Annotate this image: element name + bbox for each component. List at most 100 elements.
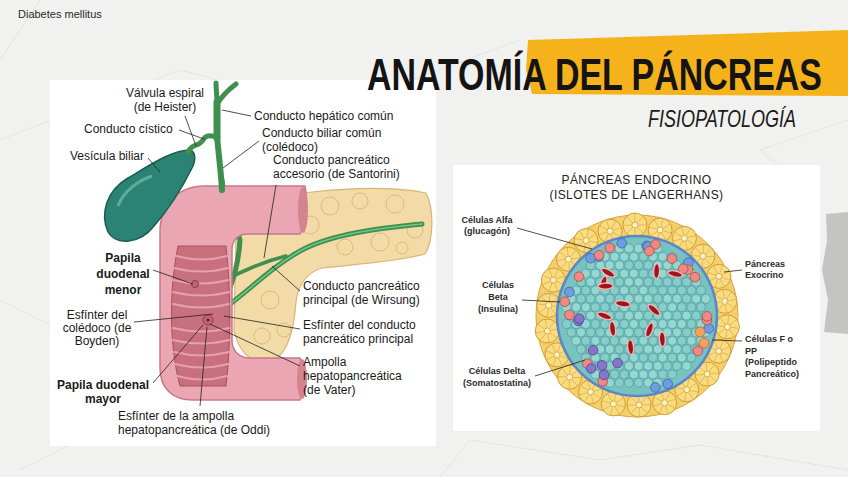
islet-cells	[695, 327, 705, 337]
exocrine-acini	[584, 244, 586, 252]
islet-cells	[692, 294, 701, 303]
cell-label: Páncreas Exocrino	[745, 259, 791, 281]
exocrine-acini	[676, 388, 684, 390]
leader-line	[185, 116, 196, 146]
exocrine-acini	[554, 352, 560, 358]
exocrine-acini	[722, 277, 730, 280]
islet-cells	[658, 286, 667, 295]
exocrine-acini	[615, 407, 619, 414]
islet-cells	[634, 362, 643, 371]
exocrine-acini	[706, 256, 714, 257]
islet-cells	[668, 286, 677, 295]
exocrine-acini	[705, 259, 710, 265]
part-label: Conducto hepático común	[254, 109, 393, 123]
exocrine-acini	[722, 352, 729, 355]
islet-cells	[634, 345, 643, 354]
islet-cells	[591, 336, 600, 345]
islet-cells	[620, 286, 629, 295]
exocrine-acini	[728, 299, 736, 300]
exocrine-acini	[546, 351, 554, 354]
exocrine-acini	[654, 404, 662, 406]
exocrine-acini	[686, 229, 690, 236]
islet-cells	[673, 328, 682, 337]
leader-line	[535, 360, 585, 376]
exocrine-acini	[706, 248, 712, 253]
exocrine-acini	[657, 227, 663, 233]
anatomy-panel	[50, 80, 436, 446]
exocrine-acini	[628, 405, 636, 406]
islet-cells	[620, 269, 629, 278]
paper-texture	[440, 440, 848, 477]
exocrine-acini	[716, 273, 722, 279]
part-label: Conducto biliar común (colédoco)	[262, 126, 387, 154]
exocrine-acini	[725, 330, 727, 338]
part-label: Esfínter de la ampolla hepatopancreática…	[118, 409, 288, 437]
duodenum	[171, 246, 229, 386]
exocrine-acini	[728, 303, 735, 308]
exocrine-acini	[612, 221, 616, 228]
islet-cells	[588, 345, 598, 355]
exocrine-acini	[567, 374, 573, 380]
leader-line	[210, 324, 300, 366]
exocrine-acini	[685, 393, 687, 401]
exocrine-acini	[536, 215, 738, 417]
label-holder: Conducto hepático común	[254, 109, 393, 123]
duodenum	[207, 319, 210, 322]
islet-cells	[644, 294, 653, 303]
islet-cells	[600, 266, 616, 279]
exocrine-acini	[588, 381, 590, 389]
islet-cells	[617, 239, 627, 249]
exocrine-acini	[711, 372, 719, 374]
leader-line	[153, 270, 193, 284]
exocrine-acini	[594, 394, 601, 398]
islet-cells	[682, 278, 691, 287]
exocrine-acini	[720, 318, 725, 324]
exocrine-acini	[666, 392, 670, 399]
exocrine-acini	[730, 320, 736, 325]
exocrine-acini	[553, 358, 556, 366]
leader-line	[712, 340, 742, 341]
part-label: Vesícula biliar	[70, 149, 144, 163]
exocrine-acini	[706, 363, 708, 371]
exocrine-acini	[627, 228, 633, 234]
duodenum	[298, 187, 308, 233]
exocrine-acini	[623, 225, 631, 226]
exocrine-acini	[638, 224, 646, 225]
exocrine-acini	[560, 252, 566, 257]
islet-cells	[625, 362, 634, 371]
exocrine-acini	[581, 386, 588, 390]
exocrine-acini	[666, 406, 668, 414]
exocrine-acini	[549, 283, 552, 290]
exocrine-acini	[569, 381, 570, 389]
islet-cells	[605, 294, 614, 303]
islet-cells	[644, 261, 653, 270]
pancreas	[337, 239, 353, 255]
label-holder: Células F o PP (Polipeptido Pancreático)	[745, 334, 802, 380]
islet-cells	[577, 345, 586, 354]
exocrine-acini	[730, 330, 735, 336]
islet-cells	[625, 278, 634, 287]
islet-cells	[625, 328, 634, 337]
islet-cells	[586, 253, 596, 263]
islet-cells	[639, 286, 648, 295]
exocrine-acini	[631, 397, 637, 403]
duodenum	[173, 292, 229, 296]
exocrine-acini	[543, 276, 550, 279]
islet-cells	[591, 269, 600, 278]
exocrine-acini	[610, 401, 616, 407]
islet-cells	[572, 336, 581, 345]
pancreas	[321, 197, 339, 215]
exocrine-acini	[557, 276, 564, 279]
islet-cells	[677, 320, 686, 329]
islet-cells	[667, 254, 677, 264]
islet-cells	[677, 286, 686, 295]
cell-label: Células Beta (Insulina)	[475, 279, 521, 315]
leader-line	[223, 141, 259, 168]
gallbladder	[118, 176, 152, 206]
islet-cells	[577, 294, 586, 303]
exocrine-acini	[591, 395, 593, 403]
exocrine-acini	[555, 270, 558, 277]
bile-duct	[214, 102, 221, 138]
islet-cells	[658, 320, 667, 329]
